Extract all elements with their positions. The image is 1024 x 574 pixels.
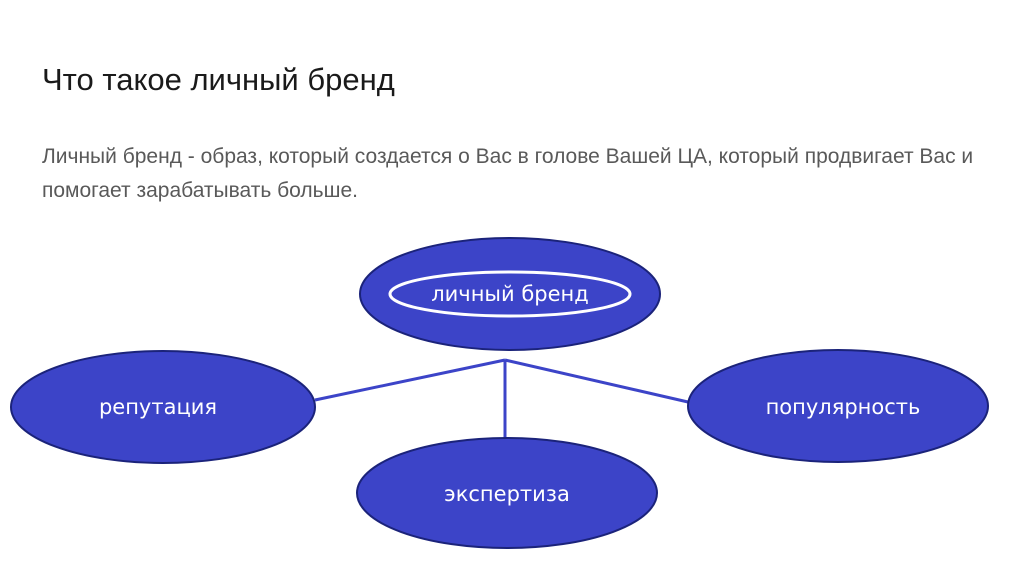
- center-node: личный бренд: [359, 237, 661, 351]
- right-node: популярность: [687, 349, 989, 463]
- bottom-node-label: экспертиза: [444, 482, 570, 506]
- right-node-label: популярность: [766, 395, 921, 419]
- left-node-label: репутация: [99, 395, 217, 419]
- slide-title: Что такое личный бренд: [42, 62, 395, 97]
- left-node: репутация: [10, 350, 316, 464]
- bottom-node-shape: [356, 437, 658, 549]
- connector-right: [504, 358, 689, 404]
- slide-body-text: Личный бренд - образ, который создается …: [42, 145, 974, 202]
- right-node-shape: [687, 349, 989, 463]
- bottom-node: экспертиза: [356, 437, 658, 549]
- center-node-shape: [359, 237, 661, 351]
- center-node-ring: [388, 270, 632, 318]
- connector-left: [314, 358, 506, 402]
- left-node-shape: [10, 350, 316, 464]
- center-node-label: личный бренд: [431, 282, 589, 306]
- connectors: [314, 358, 689, 448]
